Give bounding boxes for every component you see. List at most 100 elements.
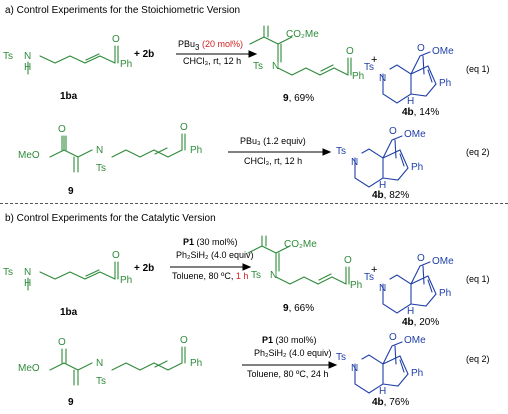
substrate-9-o2-a2: O [180,122,188,133]
arrow-a1-head [248,50,258,58]
silane-b1: Ph₂SiH₂ (4.0 equiv) [176,250,254,260]
substrate-9-meo-a2: MeO [18,150,40,161]
product-9-carbonyl-a1 [347,57,352,76]
catalyst-p1-b2: P1 (30 mol%) [262,335,317,345]
substrate-ph-label-b1: Ph [120,275,133,286]
product-4b-ts-b2: Ts [336,352,346,363]
product-4b-h-b2: H [379,386,387,397]
substrate-1ba-label-b1: 1ba [60,307,78,318]
substrate-9-meo-b2: MeO [18,363,40,374]
substrate-n-label: N [24,51,32,62]
product-9-co2me-b1: CO₂Me [284,239,317,250]
product-4b-h-a2: H [379,180,387,191]
catalyst-loading: (20 mol%) [201,39,243,49]
section-a-title: a) Control Experiments for the Stoichiom… [5,5,241,16]
product-4b-ome-a2: OMe [404,129,426,140]
substrate-9-double-b2 [154,360,168,368]
reagent-2b-b1: + 2b [134,263,155,274]
product-4b-yield-a2: 4b, 82% [372,190,410,201]
substrate-9-o2-b2: O [180,335,188,346]
substrate-ph-label: Ph [120,59,133,70]
product-9-top-a1 [249,25,293,63]
reaction-time-highlight: 1 h [235,271,249,281]
substrate-9-ph-a2: Ph [190,145,203,156]
product-4b-ph-a2: Ph [411,162,424,173]
substrate-9-double-a2 [154,147,168,155]
silane-b2: Ph₂SiH₂ (4.0 equiv) [254,348,332,358]
substrate-o-label: O [112,34,120,45]
product-9-ph: Ph [352,71,365,82]
substrate-o-label-b1: O [112,250,120,261]
product-9-top-b1 [247,235,291,272]
product-9-chain-a1 [277,67,349,76]
substrate-9-label-b2: 9 [68,397,74,408]
substrate-h-label: H [24,62,32,73]
product-4b-double-a2 [399,153,405,167]
substrate-9-chain-b2 [111,362,183,371]
substrate-9-o-a2: O [58,124,66,135]
reagent-2b: + 2b [134,49,155,60]
product-4b-ome-b2: OMe [404,335,426,346]
product-4b-ph-a1: Ph [439,78,452,89]
substrate-n-label-b1: N [24,267,32,278]
product-4b-ts-b1: Ts [364,272,374,283]
product-4b-n-b2: N [351,363,359,374]
product-4b-ring-a2 [354,135,409,188]
substrate-h-label-b1: H [24,278,32,289]
substrate-9-ph-b2: Ph [190,358,203,369]
conditions-b1: Toluene, 80 ºC, 1 h [172,271,249,281]
product-9-co2me: CO₂Me [286,29,319,40]
product-4b-yield-b1: 4b, 20% [402,317,440,328]
substrate-ts-label-b1: Ts [3,267,13,278]
product-9-double-a1 [320,64,334,72]
substrate-9-ester-a2 [49,135,65,158]
eq-tag-a1: (eq 1) [466,64,490,74]
substrate-9-n-a2: N [96,145,104,156]
plus-sign-a1: + [371,54,378,66]
product-4b-o-b2: O [389,332,397,343]
product-9-ts-b1: Ts [251,270,261,281]
substrate-9-n-b2: N [96,358,104,369]
product-4b-ts-a2: Ts [336,146,346,157]
substrate-1ba-chain-a1 [39,55,116,64]
catalyst-p1-b1: P1 (30 mol%) [183,237,238,247]
eq-tag-a2: (eq 2) [466,147,490,157]
section-divider [0,203,508,204]
substrate-1ba-double-a1 [85,53,100,61]
substrate-ts-label: Ts [3,51,13,62]
product-4b-o-a2: O [389,126,397,137]
product-9-yield-b1: 9, 66% [283,303,315,314]
section-b-title: b) Control Experiments for the Catalytic… [5,213,216,224]
product-9-ts: Ts [253,61,263,72]
product-4b-n-a1: N [379,73,387,84]
product-9-o: O [346,46,354,57]
catalyst-pbu3: PBu3 (20 mol%) [178,39,243,52]
substrate-1ba-carbonyl-b1 [114,261,119,280]
conditions-b2: Toluene, 80 ºC, 24 h [247,369,329,379]
product-9-ph-b1: Ph [350,280,363,291]
substrate-9-ts-a2: Ts [96,163,106,174]
product-9-n: N [272,61,280,72]
product-4b-n-a2: N [351,157,359,168]
product-9-carbonyl-b1 [345,266,350,285]
substrate-9-carbonyl-b2 [181,346,186,364]
product-4b-h-b1: H [407,306,415,317]
substrate-9-ts-b2: Ts [96,376,106,387]
substrate-1ba-carbonyl-a1 [114,45,119,64]
reagent-pbu3-a2: PBu₃ (1.2 equiv) [240,136,306,146]
product-4b-ring-b2 [354,341,409,394]
product-4b-ring-a1 [382,51,437,104]
product-4b-ring-b1 [382,261,437,314]
product-4b-ome-b1: OMe [432,256,454,267]
substrate-1ba-double-b1 [85,269,100,277]
plus-sign-b1: + [371,264,378,276]
product-9-yield-a1: 9, 69% [283,93,315,104]
conditions-a2: CHCl₃, rt, 12 h [244,156,303,166]
product-4b-n-b1: N [379,283,387,294]
product-4b-double-b2 [399,359,405,373]
product-4b-ome-a1: OMe [432,46,454,57]
product-9-chain-b1 [275,276,347,285]
